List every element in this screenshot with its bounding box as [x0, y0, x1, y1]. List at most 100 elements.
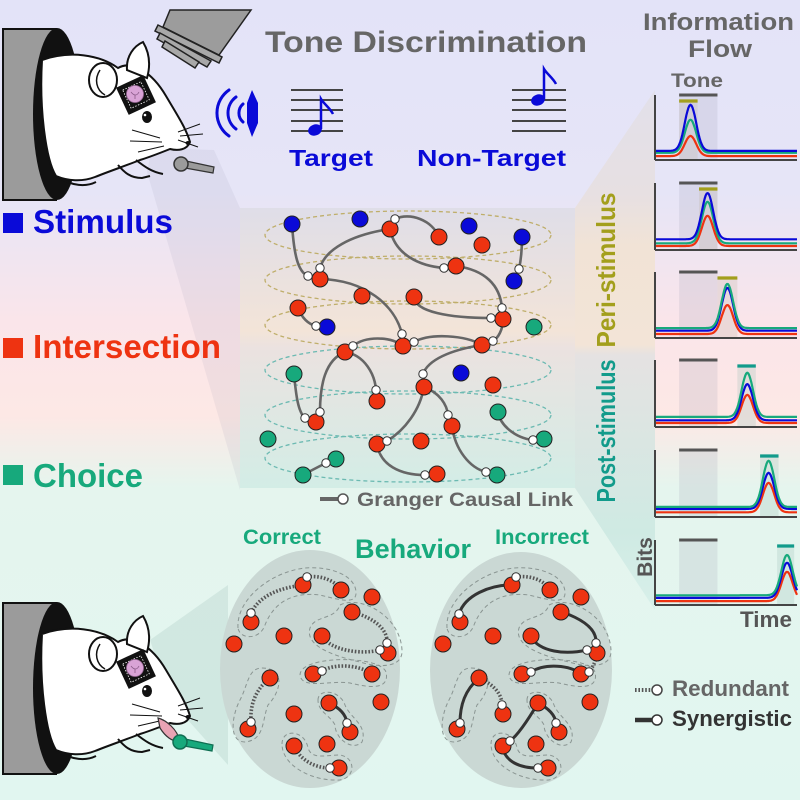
link-target-marker — [246, 717, 256, 727]
info-flow-panel-6 — [654, 538, 799, 606]
layer-ring-peri — [264, 210, 552, 260]
granger-link-label: Granger Causal Link — [357, 490, 573, 511]
peri-stimulus-label: Peri-stimulus — [591, 193, 621, 348]
intersection-node — [484, 627, 502, 645]
music-note-stem — [319, 94, 335, 129]
layer-ring-post — [264, 433, 552, 483]
music-note-head — [531, 94, 545, 106]
intersection-node — [428, 465, 446, 483]
stimulus-node — [460, 217, 478, 235]
intersection-node — [541, 581, 559, 599]
link-target-marker — [443, 410, 453, 420]
link-target-marker — [582, 645, 592, 655]
sound-wave — [237, 102, 245, 124]
stimulus-info-curve — [654, 561, 799, 600]
mouse-illustration-top — [2, 28, 204, 201]
link-target-marker — [505, 736, 515, 746]
link-target-marker — [420, 470, 430, 480]
module-contour — [317, 691, 364, 746]
link-target-marker — [311, 321, 321, 331]
choice-info-curve — [654, 459, 798, 508]
choice-info-curve — [654, 200, 798, 245]
granger-link — [318, 277, 404, 336]
speaker-cone — [247, 90, 258, 137]
module-contour — [446, 567, 566, 638]
intersection-node — [529, 694, 547, 712]
figure-title: Tone Discrimination — [265, 26, 587, 59]
time-axis-label: Time — [740, 607, 792, 632]
objective-ring — [156, 31, 213, 68]
link-target-marker — [511, 572, 521, 582]
info-flow-title-line2: Flow — [688, 36, 752, 63]
stimulus-info-curve — [654, 471, 798, 511]
lick-spout-top — [173, 156, 215, 174]
choice-info-curve — [654, 553, 799, 597]
mouse-ear — [88, 62, 118, 98]
intersection-node — [363, 588, 381, 606]
stimulus-legend-label: Stimulus — [33, 203, 173, 240]
intersection-info-curve — [654, 214, 798, 248]
behavior-title: Behavior — [355, 534, 471, 564]
intersection-node — [484, 376, 502, 394]
speaker-sound-icon — [215, 88, 258, 138]
info-flow-panel-3 — [654, 270, 798, 339]
stimulus-node — [505, 272, 523, 290]
info-flow-panel-4 — [654, 358, 798, 428]
bits-axis-label: Bits — [634, 537, 657, 577]
info-flow-beam — [575, 90, 655, 610]
choice-node — [535, 430, 553, 448]
intersection-node — [470, 669, 488, 687]
brain-window — [126, 85, 144, 103]
link-target-marker — [486, 313, 496, 323]
link-target-marker — [514, 264, 524, 274]
choice-node — [489, 403, 507, 421]
intersection-node — [412, 432, 430, 450]
intersection-node — [285, 705, 303, 723]
intersection-node — [275, 627, 293, 645]
intersection-node — [225, 635, 243, 653]
link-target-marker — [325, 763, 335, 773]
intersection-info-curve — [654, 393, 798, 425]
tone-label: Tone — [671, 71, 723, 92]
intersection-node — [289, 299, 307, 317]
intersection-node — [372, 693, 390, 711]
module-contour — [308, 601, 403, 667]
post-stimulus-label: Post-stimulus — [591, 360, 621, 503]
brain-vessel — [130, 91, 140, 99]
module-contour — [508, 659, 596, 687]
intersection-node — [320, 694, 338, 712]
lick-spout-bottom — [172, 734, 214, 752]
target-tone-icon — [291, 89, 343, 136]
correct-label: Correct — [243, 526, 321, 549]
link-target-marker — [397, 329, 407, 339]
link-target-marker — [497, 700, 507, 710]
link-target-marker — [497, 303, 507, 313]
objective-ring — [153, 23, 224, 65]
granger-link — [318, 227, 392, 270]
intersection-node — [473, 336, 491, 354]
spout-tip — [172, 734, 188, 750]
layer-ring-post — [264, 345, 552, 395]
link-target-marker — [342, 718, 352, 728]
redundant-symbol-marker — [651, 684, 663, 696]
link-target-marker — [418, 369, 428, 379]
link-target-marker — [526, 667, 536, 677]
link-symbol-marker — [337, 493, 349, 505]
imaging-beam-top — [147, 148, 240, 490]
link-type-legend: Redundant Synergistic — [635, 676, 792, 731]
info-flow-panels — [654, 93, 799, 606]
intersection-info-curve — [654, 481, 798, 514]
choice-info-curve — [654, 371, 798, 418]
link-target-marker — [455, 718, 465, 728]
link-target-marker — [303, 271, 313, 281]
intersection-node — [363, 665, 381, 683]
sound-wave — [226, 95, 238, 131]
link-target-marker — [315, 263, 325, 273]
choice-node — [294, 466, 312, 484]
info-flow-title-line1: Information — [643, 9, 794, 36]
layer-ring-peri — [264, 255, 552, 305]
info-flow-panel-2 — [654, 181, 798, 251]
intersection-node — [434, 635, 452, 653]
choice-info-curve — [654, 118, 798, 154]
mouse-ear-pointed — [125, 40, 151, 80]
